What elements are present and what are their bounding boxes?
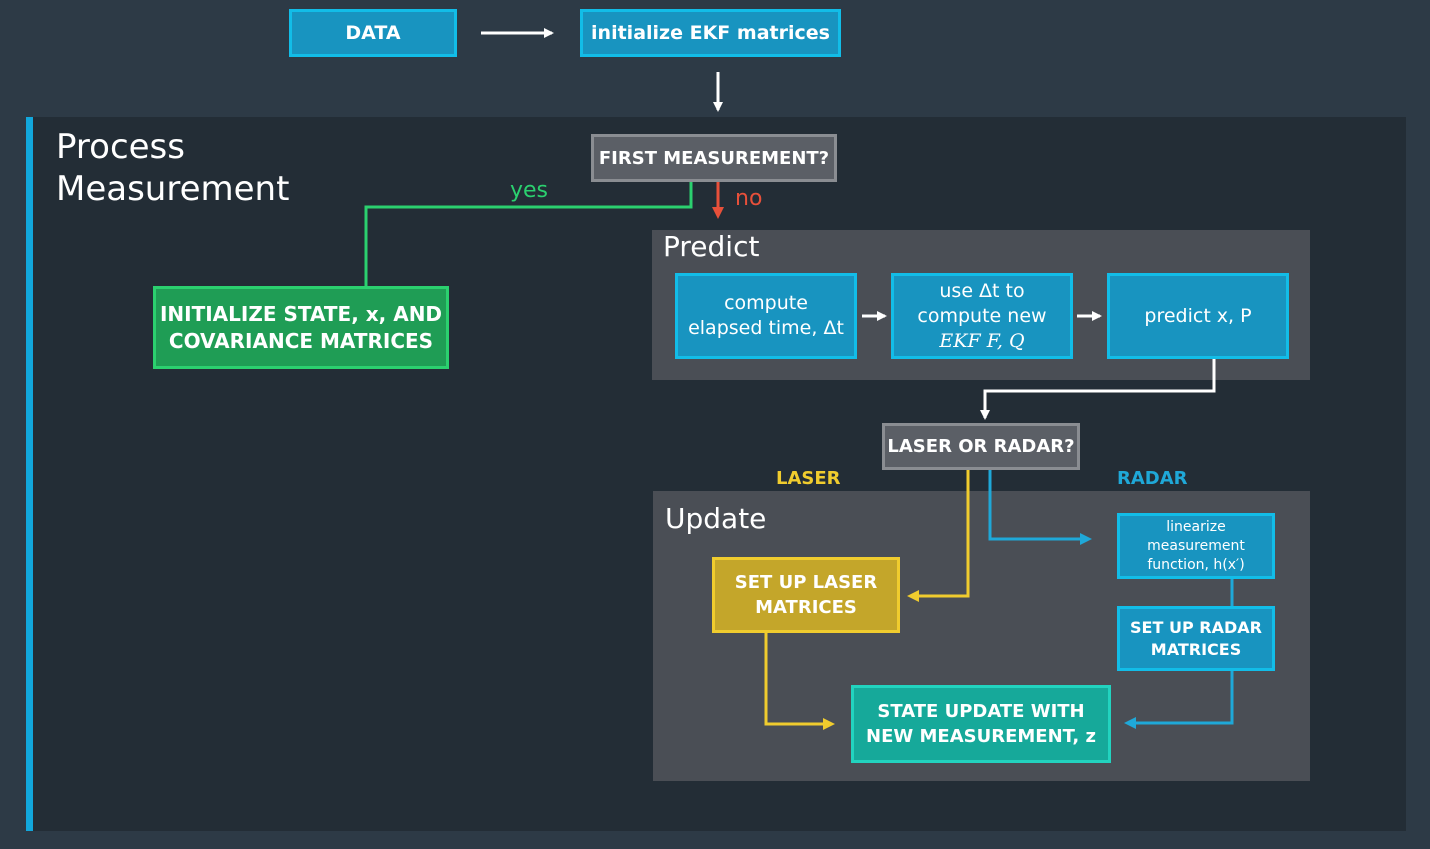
radar-label: RADAR <box>1117 468 1188 489</box>
process-measurement-title: Process Measurement <box>56 126 289 210</box>
initialize-state-line1: INITIALIZE STATE, x, AND <box>159 301 443 326</box>
use-line3: EKF F, Q <box>939 329 1025 352</box>
linearize-box: linearize measurement function, h(x′) <box>1117 513 1275 579</box>
initialize-state-line2: COVARIANCE MATRICES <box>168 328 434 353</box>
process-title-line1: Process <box>56 127 185 167</box>
state-update-line2: NEW MEASUREMENT, z <box>866 726 1096 747</box>
data-box: DATA <box>289 9 457 57</box>
linearize-line1: linearize <box>1166 518 1226 535</box>
predict-state-box: predict x, P <box>1107 273 1289 359</box>
laser-connector <box>907 469 970 602</box>
initialize-ekf-label: initialize EKF matrices <box>591 22 830 44</box>
first-measurement-label: FIRST MEASUREMENT? <box>598 147 830 169</box>
update-title: Update <box>665 502 767 535</box>
use-line1: use Δt to <box>939 279 1025 302</box>
first-measurement-box: FIRST MEASUREMENT? <box>591 134 837 182</box>
radar-matrices-line1: SET UP RADAR <box>1130 617 1262 637</box>
process-title-line2: Measurement <box>56 169 290 209</box>
compute-line2: elapsed time, Δt <box>688 317 844 339</box>
yes-connector <box>364 182 693 287</box>
no-label: no <box>735 186 763 211</box>
radar-connector <box>988 469 1092 545</box>
laser-or-radar-box: LASER OR RADAR? <box>882 423 1080 470</box>
data-label: DATA <box>345 22 401 44</box>
compute-ekf-box: use Δt to compute new EKF F, Q <box>891 273 1073 359</box>
state-update-line1: STATE UPDATE WITH <box>877 701 1085 722</box>
linearize-line2: measurement <box>1147 537 1245 554</box>
laser-or-radar-label: LASER OR RADAR? <box>887 436 1075 457</box>
panel-accent-bar <box>26 117 33 831</box>
laser-to-state-connector <box>764 632 835 730</box>
use-line2: compute new <box>917 304 1047 327</box>
initialize-ekf-box: initialize EKF matrices <box>580 9 841 57</box>
initialize-state-box: INITIALIZE STATE, x, AND COVARIANCE MATR… <box>153 286 449 369</box>
arrow-predict-to-sensor <box>980 359 1216 420</box>
radar-to-state-connector <box>1124 670 1234 729</box>
compute-line1: compute <box>724 292 808 314</box>
radar-matrices-box: SET UP RADAR MATRICES <box>1117 606 1275 671</box>
state-update-box: STATE UPDATE WITH NEW MEASUREMENT, z <box>851 685 1111 763</box>
yes-label: yes <box>510 178 549 203</box>
linearize-line3: function, h(x′) <box>1147 556 1245 573</box>
radar-matrices-line2: MATRICES <box>1150 639 1242 659</box>
predict-title: Predict <box>663 230 760 263</box>
predict-state-label: predict x, P <box>1144 305 1252 327</box>
laser-label: LASER <box>776 468 841 489</box>
laser-matrices-line2: MATRICES <box>755 597 857 618</box>
laser-matrices-box: SET UP LASER MATRICES <box>712 557 900 633</box>
laser-matrices-line1: SET UP LASER <box>734 572 878 593</box>
compute-elapsed-time-box: compute elapsed time, Δt <box>675 273 857 359</box>
